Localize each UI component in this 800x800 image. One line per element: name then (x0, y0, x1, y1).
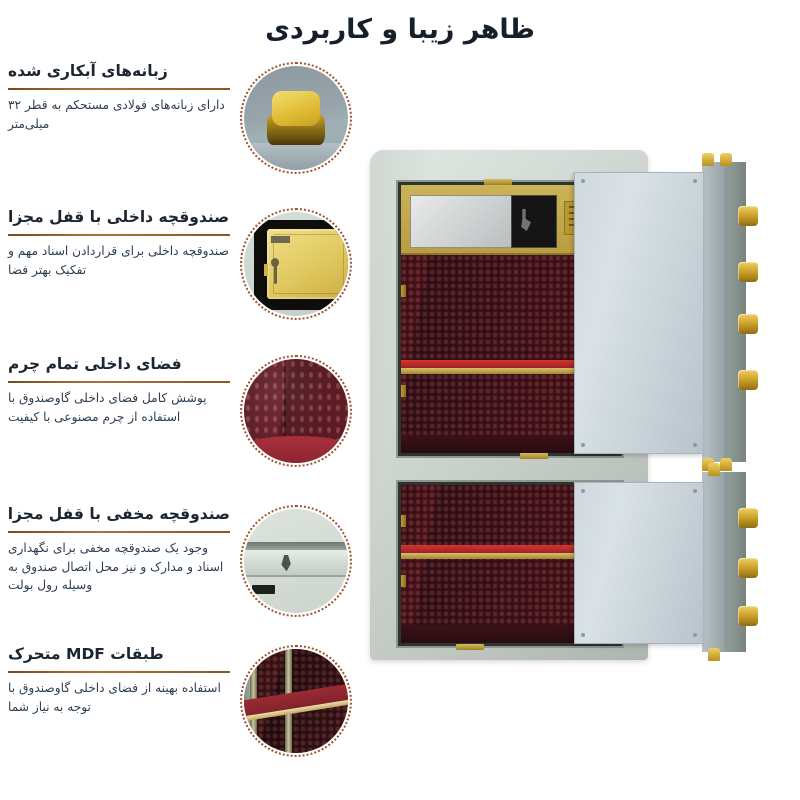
bottom-tab (520, 453, 548, 459)
feature-text-block: صندوقچه مخفی با قفل مجزا وجود یک صندوقچه… (8, 505, 230, 595)
feature-thumbnail-mdf-shelf (240, 645, 352, 757)
door-edge (702, 162, 724, 462)
bolt-slot (252, 584, 276, 595)
feature-text-block: زبانه‌های آبکاری شده دارای زبانه‌های فول… (8, 62, 230, 133)
hidden-compartment-illustration (244, 509, 348, 613)
page-title: ظاهر زیبا و کاربردی (265, 14, 535, 45)
key-icon (521, 209, 531, 231)
safe-box-bolt (263, 264, 268, 277)
corner-seam (283, 359, 286, 436)
shelf-gap (244, 542, 348, 550)
feature-title: صندوقچه داخلی با قفل مجزا (8, 208, 230, 226)
safe-box-dial (271, 257, 280, 268)
feature-thumbnail-red-leather (240, 355, 352, 467)
locking-bolt (738, 558, 758, 578)
thumbnail-image (244, 509, 348, 613)
feature-text-block: فضای داخلی تمام چرم پوشش کامل فضای داخلی… (8, 355, 230, 426)
door-panel (574, 482, 704, 644)
feature-description: پوشش کامل فضای داخلی گاوصندوق با استفاده… (8, 390, 207, 424)
feature-text-block: صندوقچه داخلی با قفل مجزا صندوقچه داخلی … (8, 208, 230, 279)
hinge (401, 575, 406, 587)
feature-title: فضای داخلی تمام چرم (8, 355, 182, 373)
cavity-floor (401, 625, 619, 643)
locking-bolt (738, 508, 758, 528)
feature-row-hidden-compartment: صندوقچه مخفی با قفل مجزا وجود یک صندوقچه… (0, 505, 360, 635)
door-top-bolt (720, 153, 732, 166)
inner-safe-window (410, 195, 512, 248)
shelf-gold-edge (401, 553, 619, 559)
thumbnail-image (244, 359, 348, 463)
feature-title: طبقات MDF متحرک (8, 645, 164, 663)
screw (581, 443, 585, 447)
door-bottom-bolt (720, 458, 732, 471)
feature-row-internal-safe-box: صندوقچه داخلی با قفل مجزا صندوقچه داخلی … (0, 208, 360, 338)
feature-divider (8, 87, 230, 90)
safe-door-top[interactable] (574, 153, 758, 471)
feature-title: صندوقچه مخفی با قفل مجزا (7, 505, 230, 523)
locking-bolt (738, 206, 758, 226)
door-edge (702, 472, 724, 652)
feature-row-movable-mdf-shelves: طبقات MDF متحرک استفاده بهینه از فضای دا… (0, 645, 360, 775)
hinge (401, 385, 406, 397)
feature-divider (8, 233, 230, 236)
shelf-red (401, 360, 619, 368)
locking-bolt (738, 370, 758, 390)
steel-plate (244, 142, 348, 170)
screw (693, 633, 697, 637)
feature-row-full-leather-interior: فضای داخلی تمام چرم پوشش کامل فضای داخلی… (0, 355, 360, 485)
feature-description: وجود یک صندوقچه مخفی برای نگهداری اسناد … (8, 540, 224, 593)
shelf-face (244, 549, 348, 577)
hinge (401, 515, 406, 527)
door-panel (574, 172, 704, 454)
screw (693, 443, 697, 447)
locking-bolt (738, 606, 758, 626)
feature-divider (8, 670, 230, 673)
locking-bolt (738, 262, 758, 282)
leather-floor (244, 435, 348, 463)
shelf-red (401, 545, 619, 553)
gold-safe-box (266, 228, 348, 300)
thumbnail-image (244, 649, 348, 753)
feature-divider (8, 530, 230, 533)
feature-description: استفاده بهینه از فضای داخلی گاوصندوق با … (8, 680, 221, 714)
feature-text-block: طبقات MDF متحرک استفاده بهینه از فضای دا… (8, 645, 230, 716)
hinge (401, 285, 406, 297)
gold-bolt-illustration (244, 66, 348, 170)
safe-box-keyhole (273, 266, 277, 284)
feature-row-plated-bolts: زبانه‌های آبکاری شده دارای زبانه‌های فول… (0, 62, 360, 192)
door-top-bolt (708, 463, 720, 476)
door-bottom-bolt (708, 648, 720, 661)
thumbnail-image (244, 66, 348, 170)
feature-title: زبانه‌های آبکاری شده (8, 62, 168, 80)
inner-safe-opening (511, 195, 557, 248)
locking-bolt (738, 314, 758, 334)
shelf-gold-edge (401, 368, 619, 374)
feature-thumbnail-hidden-compartment (240, 505, 352, 617)
top-tab (484, 179, 512, 185)
thumbnail-image (244, 212, 348, 316)
safe-box-label (271, 235, 290, 244)
feature-description: دارای زبانه‌های فولادی مستحکم به قطر ۳۲ … (8, 97, 225, 131)
bottom-tab (456, 644, 484, 650)
feature-thumbnail-inner-safe (240, 208, 352, 320)
mdf-shelf-illustration (244, 649, 348, 753)
screw (581, 633, 585, 637)
feature-description: صندوقچه داخلی برای قراردادن اسناد مهم و … (8, 243, 229, 277)
feature-thumbnail-gold-bolt (240, 62, 352, 174)
feature-divider (8, 380, 230, 383)
red-leather-illustration (244, 359, 348, 463)
inner-safe-illustration (244, 212, 348, 316)
door-top-bolt (702, 153, 714, 166)
bolt-head (272, 90, 320, 127)
safe-door-bottom[interactable] (574, 463, 758, 661)
latch-icon (281, 554, 291, 572)
cavity-floor (401, 435, 619, 453)
product-image-safe (370, 150, 790, 670)
